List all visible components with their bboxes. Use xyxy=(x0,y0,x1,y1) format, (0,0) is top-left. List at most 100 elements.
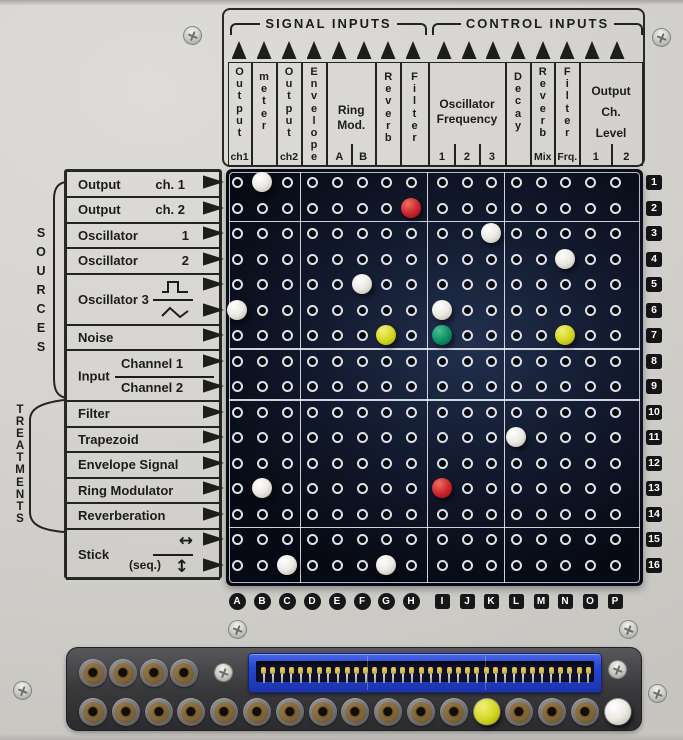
patch-pin-I13[interactable] xyxy=(432,478,452,498)
matrix-hole-J6[interactable] xyxy=(461,304,473,316)
matrix-hole-M1[interactable] xyxy=(535,176,547,188)
matrix-hole-O3[interactable] xyxy=(584,227,596,239)
jack-socket-bottom-10[interactable] xyxy=(374,698,403,726)
matrix-hole-J5[interactable] xyxy=(461,278,473,290)
matrix-hole-K4[interactable] xyxy=(485,253,497,265)
matrix-hole-O4[interactable] xyxy=(584,253,596,265)
matrix-hole-F7[interactable] xyxy=(356,329,368,341)
matrix-hole-A1[interactable] xyxy=(231,176,243,188)
matrix-hole-A14[interactable] xyxy=(231,508,243,520)
matrix-hole-H4[interactable] xyxy=(405,253,417,265)
matrix-hole-E12[interactable] xyxy=(331,457,343,469)
matrix-hole-J15[interactable] xyxy=(461,533,473,545)
matrix-hole-P9[interactable] xyxy=(609,380,621,392)
matrix-hole-G9[interactable] xyxy=(380,380,392,392)
matrix-hole-F2[interactable] xyxy=(356,202,368,214)
matrix-hole-O1[interactable] xyxy=(584,176,596,188)
matrix-hole-P12[interactable] xyxy=(609,457,621,469)
matrix-hole-O16[interactable] xyxy=(584,559,596,571)
jack-socket-top-4[interactable] xyxy=(169,659,198,687)
matrix-hole-O6[interactable] xyxy=(584,304,596,316)
matrix-hole-D6[interactable] xyxy=(306,304,318,316)
matrix-hole-A9[interactable] xyxy=(231,380,243,392)
matrix-hole-B2[interactable] xyxy=(256,202,268,214)
matrix-hole-P5[interactable] xyxy=(609,278,621,290)
jack-socket-bottom-11[interactable] xyxy=(407,698,435,726)
matrix-hole-A7[interactable] xyxy=(231,329,243,341)
matrix-hole-K5[interactable] xyxy=(485,278,497,290)
matrix-hole-M16[interactable] xyxy=(535,559,547,571)
matrix-hole-E11[interactable] xyxy=(331,431,343,443)
pin-matrix[interactable] xyxy=(226,169,643,586)
matrix-hole-N2[interactable] xyxy=(559,202,571,214)
matrix-hole-D14[interactable] xyxy=(306,508,318,520)
matrix-hole-J10[interactable] xyxy=(461,406,473,418)
matrix-hole-L9[interactable] xyxy=(510,380,522,392)
matrix-hole-E5[interactable] xyxy=(331,278,343,290)
matrix-hole-L14[interactable] xyxy=(510,508,522,520)
matrix-hole-B3[interactable] xyxy=(256,227,268,239)
matrix-hole-E6[interactable] xyxy=(331,304,343,316)
jack-socket-bottom-3[interactable] xyxy=(144,698,173,726)
matrix-hole-N3[interactable] xyxy=(559,227,571,239)
matrix-hole-D16[interactable] xyxy=(306,559,318,571)
jack-socket-bottom-6[interactable] xyxy=(243,698,271,726)
matrix-hole-I8[interactable] xyxy=(436,355,448,367)
matrix-hole-I4[interactable] xyxy=(436,253,448,265)
matrix-hole-E13[interactable] xyxy=(331,482,343,494)
matrix-hole-J12[interactable] xyxy=(461,457,473,469)
matrix-hole-C1[interactable] xyxy=(281,176,293,188)
matrix-hole-F14[interactable] xyxy=(356,508,368,520)
matrix-hole-C5[interactable] xyxy=(281,278,293,290)
matrix-hole-K16[interactable] xyxy=(485,559,497,571)
matrix-hole-J11[interactable] xyxy=(461,431,473,443)
matrix-hole-H5[interactable] xyxy=(405,278,417,290)
matrix-hole-B5[interactable] xyxy=(256,278,268,290)
matrix-hole-F10[interactable] xyxy=(356,406,368,418)
matrix-hole-O8[interactable] xyxy=(584,355,596,367)
matrix-hole-C13[interactable] xyxy=(281,482,293,494)
jack-socket-bottom-12[interactable] xyxy=(439,698,468,726)
matrix-hole-I1[interactable] xyxy=(436,176,448,188)
jack-socket-bottom-14[interactable] xyxy=(505,698,534,726)
jack-socket-bottom-4[interactable] xyxy=(177,698,206,726)
matrix-hole-P3[interactable] xyxy=(609,227,621,239)
jack-socket-bottom-7[interactable] xyxy=(275,698,304,726)
matrix-hole-C10[interactable] xyxy=(281,406,293,418)
patch-pin-I7[interactable] xyxy=(432,325,452,345)
matrix-hole-H8[interactable] xyxy=(405,355,417,367)
matrix-hole-K8[interactable] xyxy=(485,355,497,367)
matrix-hole-K2[interactable] xyxy=(485,202,497,214)
matrix-hole-K12[interactable] xyxy=(485,457,497,469)
matrix-hole-D10[interactable] xyxy=(306,406,318,418)
matrix-hole-A10[interactable] xyxy=(231,406,243,418)
matrix-hole-C9[interactable] xyxy=(281,380,293,392)
matrix-hole-B14[interactable] xyxy=(256,508,268,520)
matrix-hole-H7[interactable] xyxy=(405,329,417,341)
matrix-hole-J9[interactable] xyxy=(461,380,473,392)
matrix-hole-F11[interactable] xyxy=(356,431,368,443)
matrix-hole-L5[interactable] xyxy=(510,278,522,290)
matrix-hole-N16[interactable] xyxy=(559,559,571,571)
matrix-hole-F1[interactable] xyxy=(356,176,368,188)
matrix-hole-L4[interactable] xyxy=(510,253,522,265)
matrix-hole-F3[interactable] xyxy=(356,227,368,239)
matrix-hole-E16[interactable] xyxy=(331,559,343,571)
matrix-hole-A3[interactable] xyxy=(231,227,243,239)
matrix-hole-E4[interactable] xyxy=(331,253,343,265)
patch-pin-B13[interactable] xyxy=(252,478,272,498)
matrix-hole-G12[interactable] xyxy=(380,457,392,469)
matrix-hole-G2[interactable] xyxy=(380,202,392,214)
matrix-hole-B7[interactable] xyxy=(256,329,268,341)
matrix-hole-P6[interactable] xyxy=(609,304,621,316)
matrix-hole-K15[interactable] xyxy=(485,533,497,545)
matrix-hole-J8[interactable] xyxy=(461,355,473,367)
bar-pin-17[interactable] xyxy=(604,699,631,725)
matrix-hole-G15[interactable] xyxy=(380,533,392,545)
matrix-hole-G8[interactable] xyxy=(380,355,392,367)
matrix-hole-C12[interactable] xyxy=(281,457,293,469)
matrix-hole-D2[interactable] xyxy=(306,202,318,214)
matrix-hole-G1[interactable] xyxy=(380,176,392,188)
matrix-hole-N9[interactable] xyxy=(559,380,571,392)
matrix-hole-J13[interactable] xyxy=(461,482,473,494)
